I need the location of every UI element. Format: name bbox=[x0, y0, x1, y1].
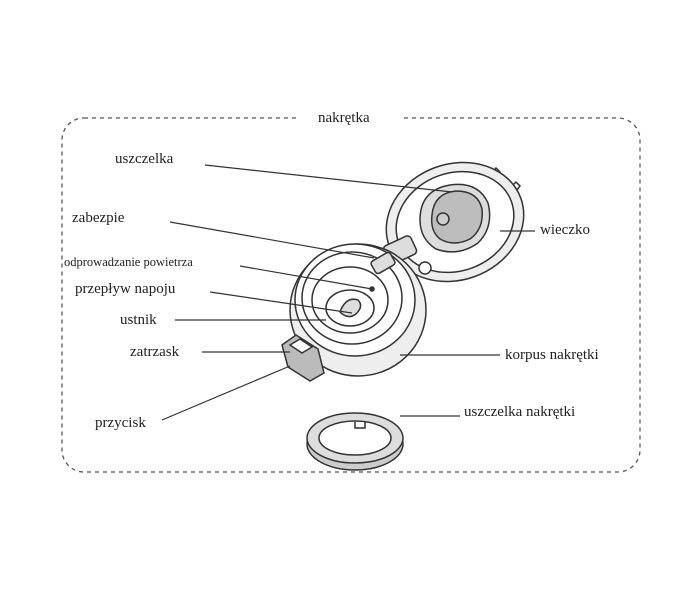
label-ustnik: ustnik bbox=[120, 312, 157, 328]
cap-body bbox=[281, 243, 427, 382]
label-uszczelka-nakretki: uszczelka nakrętki bbox=[464, 404, 576, 420]
label-przycisk: przycisk bbox=[95, 415, 146, 431]
label-przeplyw-napoju: przepływ napoju bbox=[75, 281, 176, 297]
label-uszczelka: uszczelka bbox=[115, 151, 174, 167]
cap-ring-seal bbox=[306, 412, 404, 471]
label-odprowadzanie-powietrza: odprowadzanie powietrza bbox=[64, 255, 193, 269]
leader-lines bbox=[161, 164, 535, 421]
label-zabezpie: zabezpie bbox=[72, 210, 125, 226]
label-korpus-nakretki: korpus nakrętki bbox=[505, 347, 599, 363]
lid bbox=[382, 161, 525, 283]
label-zatrzask: zatrzask bbox=[130, 344, 180, 360]
label-wieczko: wieczko bbox=[540, 222, 590, 238]
diagram-title: nakrętka bbox=[318, 110, 370, 126]
